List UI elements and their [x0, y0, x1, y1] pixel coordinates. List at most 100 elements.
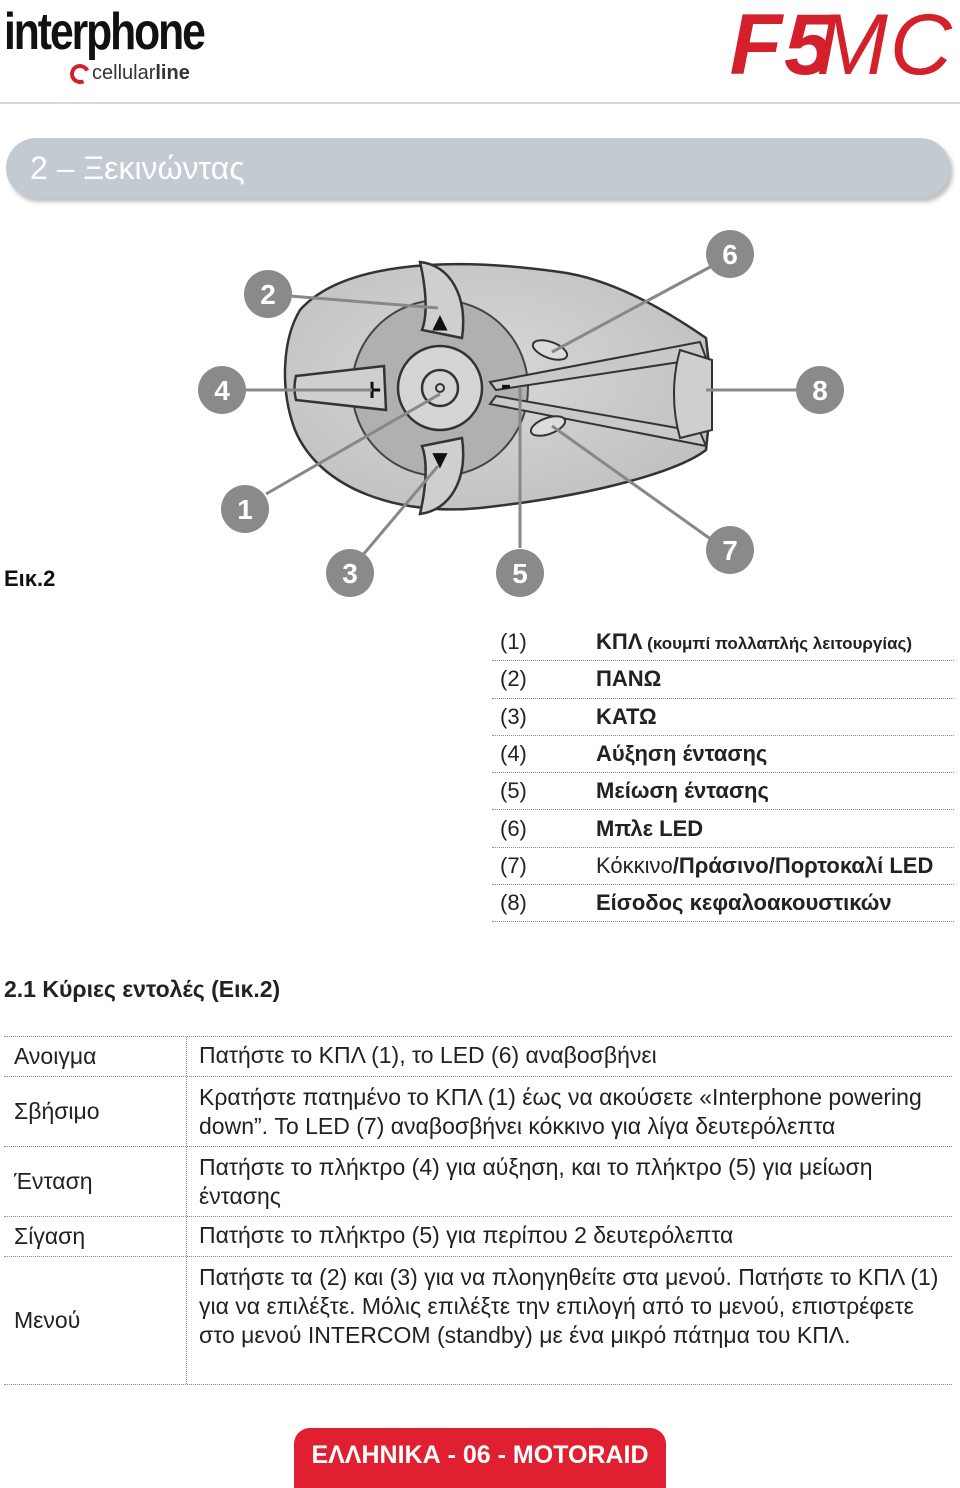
command-name: Ένταση: [4, 1147, 187, 1216]
legend-number: (6): [500, 815, 527, 841]
legend-item: (4) Αύξηση έντασης: [492, 736, 954, 774]
commands-table: Ανοιγμα Πατήστε το ΚΠΛ (1), το LED (6) α…: [4, 1036, 952, 1385]
command-name: Σβήσιμο: [4, 1077, 187, 1146]
cellularline-light: cellular: [92, 62, 156, 84]
leader-lines: [244, 264, 796, 557]
legend-number: (4): [500, 741, 527, 767]
footer-page-tab: ΕΛΛΗΝΙΚΑ - 06 - MOTORAID: [294, 1428, 666, 1488]
legend-number: (2): [500, 666, 527, 692]
cellularline-mark-icon: [67, 61, 93, 87]
callout-3-circle: [326, 549, 374, 597]
callout-6-circle: [706, 230, 754, 278]
multifunction-button-inner: [420, 368, 460, 408]
callout-7: 7: [722, 535, 738, 566]
f5mc-logo-mc: MC: [816, 0, 954, 93]
leader-line-2: [289, 294, 439, 310]
multifunction-button-dot: [435, 383, 445, 393]
legend-list: (1) ΚΠΛ (κουμπί πολλαπλής λειτουργίας) (…: [492, 624, 954, 923]
legend-number: (5): [500, 778, 527, 804]
command-name: Ανοιγμα: [4, 1037, 187, 1076]
legend-label-light: Κόκκινο: [596, 852, 673, 878]
table-row: Ανοιγμα Πατήστε το ΚΠΛ (1), το LED (6) α…: [4, 1037, 952, 1077]
legend-label: Κόκκινο/Πράσινο/Πορτοκαλί LED: [596, 853, 933, 879]
callout-8-circle: [796, 366, 844, 414]
command-description: Πατήστε το πλήκτρο (4) για αύξηση, και τ…: [199, 1154, 873, 1209]
interphone-wordmark: interphone: [4, 3, 206, 61]
f5mc-logo: F5 MC: [684, 2, 954, 88]
minus-icon: -: [501, 371, 512, 401]
legend-item: (1) ΚΠΛ (κουμπί πολλαπλής λειτουργίας): [492, 624, 954, 662]
callout-5-circle: [496, 549, 544, 597]
callout-6: 6: [722, 239, 738, 270]
blue-led: [531, 339, 569, 361]
command-description: Κρατήστε πατημένο το ΚΠΛ (1) έως να ακού…: [199, 1084, 922, 1139]
legend-item: (6) Μπλε LED: [492, 810, 954, 848]
section-band: 2 – Ξεκινώντας: [6, 138, 950, 198]
legend-label: ΚΠΛ (κουμπί πολλαπλής λειτουργίας): [596, 629, 912, 655]
legend-number: (8): [500, 890, 527, 916]
command-description: Πατήστε το ΚΠΛ (1), το LED (6) αναβοσβήν…: [199, 1042, 657, 1068]
legend-item: (8) Είσοδος κεφαλοακουστικών: [492, 885, 954, 923]
figure-label: Εικ.2: [4, 566, 56, 591]
up-button[interactable]: [418, 260, 465, 340]
callout-3: 3: [342, 558, 358, 589]
callout-2: 2: [260, 279, 276, 310]
callout-2-circle: [244, 270, 292, 318]
callout-1-circle: [221, 485, 269, 533]
table-row: Σβήσιμο Κρατήστε πατημένο το ΚΠΛ (1) έως…: [4, 1077, 952, 1147]
up-arrow-icon: ▲: [432, 309, 448, 333]
table-row: Μενού Πατήστε τα (2) και (3) για να πλοη…: [4, 1257, 952, 1385]
header-divider: [0, 102, 960, 104]
callout-5: 5: [512, 558, 528, 589]
leader-line-1: [265, 392, 441, 496]
leader-line-3: [360, 465, 440, 557]
cellularline-bold: line: [155, 62, 190, 84]
callout-4-circle: [198, 366, 246, 414]
right-cap: [673, 348, 713, 440]
f5mc-logo-f5: F5: [729, 0, 834, 93]
legend-number: (3): [500, 703, 527, 729]
tricolor-led: [529, 415, 567, 437]
section-title: 2 – Ξεκινώντας: [30, 150, 245, 186]
down-arrow-icon: ▼: [432, 447, 448, 471]
table-row: Ένταση Πατήστε το πλήκτρο (4) για αύξηση…: [4, 1147, 952, 1217]
legend-number: (7): [500, 852, 527, 878]
legend-label: ΠΑΝΩ: [596, 666, 661, 692]
legend-label: Είσοδος κεφαλοακουστικών: [596, 890, 892, 916]
command-description: Πατήστε τα (2) και (3) για να πλοηγηθείτ…: [199, 1264, 939, 1348]
legend-label-main: ΠΑΝΩ: [596, 666, 662, 692]
command-description: Πατήστε το πλήκτρο (5) για περίπου 2 δευ…: [199, 1222, 734, 1248]
legend-label: Αύξηση έντασης: [596, 741, 767, 767]
down-button[interactable]: [418, 436, 465, 516]
legend-number: (1): [500, 629, 527, 655]
right-fin-lower: [488, 394, 708, 448]
legend-item: (2) ΠΑΝΩ: [492, 661, 954, 699]
callout-7-circle: [706, 526, 754, 574]
legend-label-main: ΚΑΤΩ: [596, 703, 657, 729]
callout-4: 4: [214, 375, 230, 406]
legend-label-main: Αύξηση έντασης: [596, 741, 768, 767]
leader-line-7: [551, 424, 713, 542]
callout-1: 1: [237, 494, 253, 525]
callout-8: 8: [812, 375, 828, 406]
command-name: Μενού: [4, 1257, 187, 1384]
commands-heading: 2.1 Κύριες εντολές (Εικ.2): [4, 976, 281, 1002]
legend-label-main: Μείωση έντασης: [596, 778, 769, 804]
table-row: Σίγαση Πατήστε το πλήκτρο (5) για περίπο…: [4, 1217, 952, 1257]
cellularline-wordmark: cellularline: [92, 62, 190, 84]
legend-label-main: ΚΠΛ: [596, 629, 643, 655]
volume-up-button[interactable]: [293, 364, 388, 412]
leader-line-6: [551, 264, 713, 354]
legend-label: ΚΑΤΩ: [596, 704, 657, 730]
interphone-logo: interphone cellularline: [4, 3, 224, 87]
legend-label-main: Μπλε LED: [596, 815, 704, 841]
legend-label-main: Είσοδος κεφαλοακουστικών: [596, 890, 892, 916]
multifunction-button-outer[interactable]: [396, 344, 484, 432]
legend-label-main: /Πράσινο/Πορτοκαλί LED: [672, 852, 934, 878]
footer-label: ΕΛΛΗΝΙΚΑ - 06 - MOTORAID: [311, 1441, 649, 1469]
legend-item: (3) ΚΑΤΩ: [492, 699, 954, 736]
legend-item: (5) Μείωση έντασης: [492, 773, 954, 811]
legend-label: Μπλε LED: [596, 816, 703, 842]
legend-item: (7) Κόκκινο/Πράσινο/Πορτοκαλί LED: [492, 848, 954, 886]
legend-label: Μείωση έντασης: [596, 778, 769, 804]
